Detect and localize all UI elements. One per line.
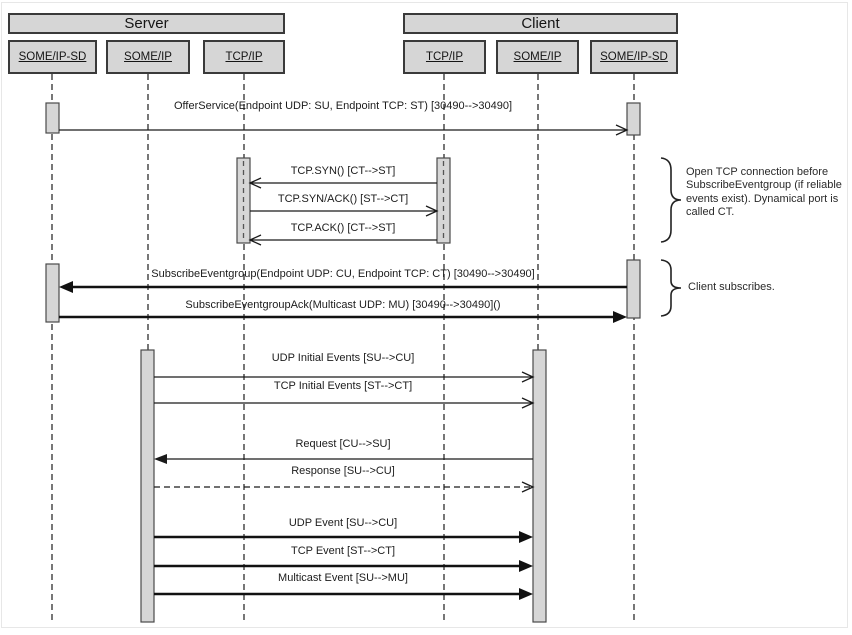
message-label-tcp-synack: TCP.SYN/ACK() [ST-->CT] (277, 193, 409, 205)
server-header: Server (8, 13, 285, 34)
lifeline-box-server-sd: SOME/IP-SD (8, 40, 97, 74)
lifeline-box-client-tcpip: TCP/IP (403, 40, 486, 74)
message-label-tcp-event: TCP Event [ST-->CT] (290, 545, 396, 557)
client-header-label: Client (521, 15, 560, 32)
message-label-offer-service: OfferService(Endpoint UDP: SU, Endpoint … (173, 100, 513, 112)
message-label-tcp-ack: TCP.ACK() [CT-->ST] (290, 222, 396, 234)
message-label-subscribe: SubscribeEventgroup(Endpoint UDP: CU, En… (151, 268, 535, 280)
message-label-udp-initial: UDP Initial Events [SU-->CU] (271, 352, 415, 364)
server-header-label: Server (124, 15, 169, 32)
lifeline-box-client-someip-label: SOME/IP (513, 51, 562, 63)
message-label-multicast-event: Multicast Event [SU-->MU] (278, 572, 408, 584)
activation-client-someip (532, 349, 547, 623)
activation-server-sd-offer (45, 102, 60, 134)
brace-tcp-note (660, 157, 682, 243)
lifeline-box-server-tcpip-label: TCP/IP (225, 51, 263, 63)
lifeline-box-server-tcpip: TCP/IP (203, 40, 285, 74)
brace-subscribe-note (660, 259, 682, 317)
activation-server-sd-subscribe (45, 263, 60, 323)
annotation-tcp-note: Open TCP connection before SubscribeEven… (686, 166, 842, 219)
activation-server-someip (140, 349, 155, 623)
lifeline-box-client-someip: SOME/IP (496, 40, 579, 74)
activation-client-sd-subscribe (626, 259, 641, 319)
message-label-tcp-initial: TCP Initial Events [ST-->CT] (273, 380, 413, 392)
lifeline-box-server-sd-label: SOME/IP-SD (18, 51, 87, 63)
lifeline-box-client-sd: SOME/IP-SD (590, 40, 678, 74)
lifeline-box-client-tcpip-label: TCP/IP (425, 51, 464, 63)
lifeline-box-server-someip-label: SOME/IP (124, 51, 172, 63)
lifeline-box-server-someip: SOME/IP (106, 40, 190, 74)
activation-client-sd-offer (626, 102, 641, 136)
message-label-response: Response [SU-->CU] (291, 465, 395, 477)
annotation-subscribe-note: Client subscribes. (688, 281, 775, 293)
message-label-udp-event: UDP Event [SU-->CU] (288, 517, 398, 529)
client-header: Client (403, 13, 678, 34)
message-label-tcp-syn: TCP.SYN() [CT-->ST] (290, 165, 396, 177)
message-label-subscribe-ack: SubscribeEventgroupAck(Multicast UDP: MU… (185, 299, 501, 311)
message-label-request: Request [CU-->SU] (295, 438, 391, 450)
lifeline-box-client-sd-label: SOME/IP-SD (600, 51, 668, 63)
